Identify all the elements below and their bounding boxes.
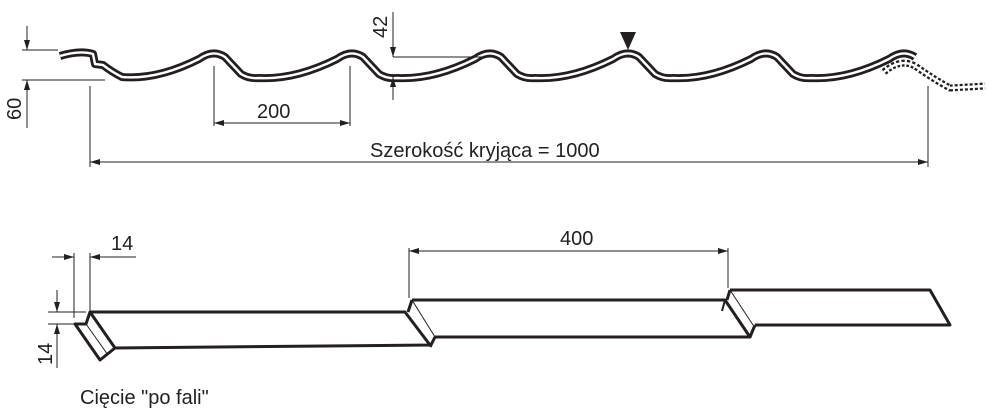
dim-cover-width-label: Szerokość kryjąca = 1000 bbox=[370, 140, 600, 162]
cut-strips bbox=[73, 288, 952, 362]
strip-2 bbox=[406, 298, 752, 348]
dimension-lines bbox=[22, 12, 929, 368]
strip-3 bbox=[725, 288, 952, 338]
dim-module-label: 400 bbox=[560, 228, 593, 250]
sheet-profile bbox=[58, 32, 986, 92]
dim-step-width-label: 14 bbox=[111, 233, 133, 255]
dim-step-height-label: 14 bbox=[35, 343, 57, 365]
caption: Cięcie "po fali" bbox=[80, 387, 209, 409]
overlap-dashed-edge bbox=[881, 59, 986, 92]
strip-1 bbox=[73, 310, 432, 362]
dim-wave-height-label: 42 bbox=[370, 16, 392, 38]
dim-height-label: 60 bbox=[4, 98, 26, 120]
dim-wave-pitch-label: 200 bbox=[257, 101, 290, 123]
marker-triangle-icon bbox=[620, 32, 636, 50]
